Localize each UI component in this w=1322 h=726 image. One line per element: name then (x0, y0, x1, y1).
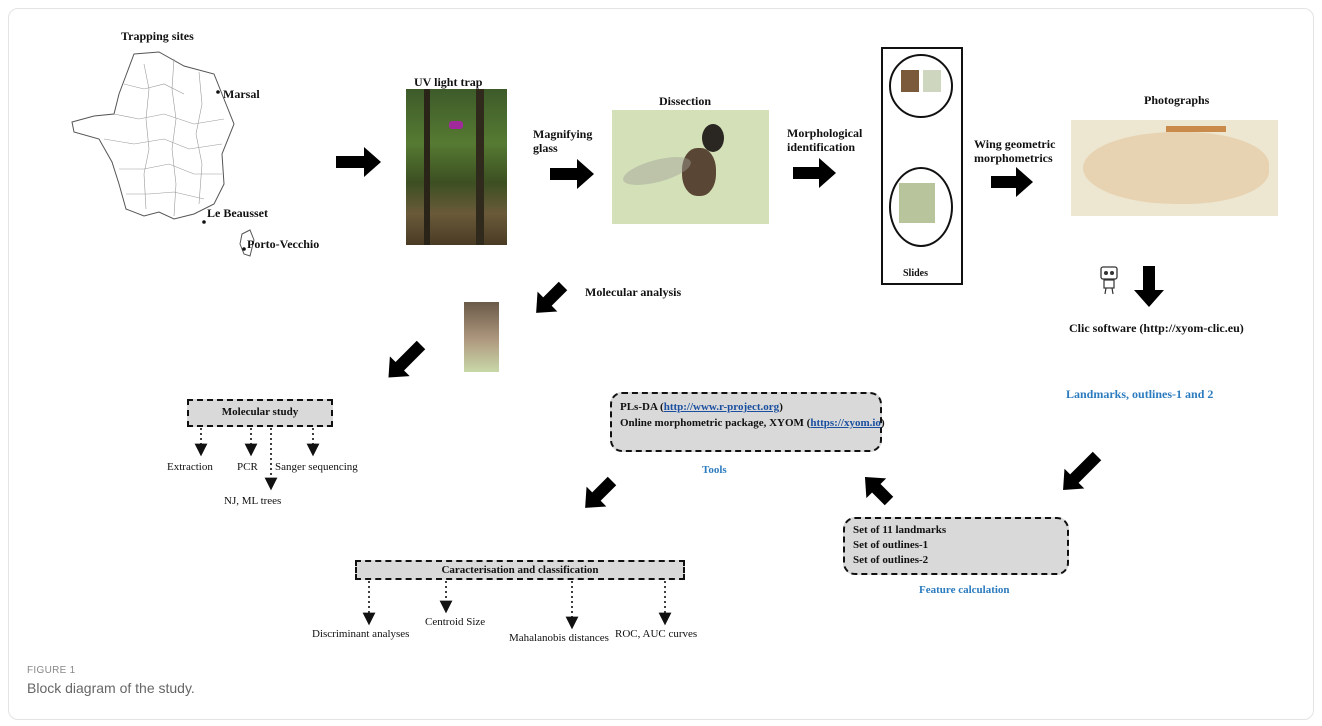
char-item-roc-auc: ROC, AUC curves (615, 628, 698, 640)
arrow-molecular-analysis (536, 281, 568, 313)
arrow-slides-to-photo (991, 167, 1033, 197)
france-map (71, 51, 255, 257)
molecular-analysis-label: Molecular analysis (585, 285, 682, 299)
wing-photo (1071, 120, 1278, 216)
slides-frame: Slides (881, 47, 963, 285)
figure-frame: Trapping sites Marsal Le Beausset Porto-… (8, 8, 1314, 720)
uv-light-trap-title: UV light trap (414, 75, 483, 89)
photographs-title: Photographs (1144, 93, 1210, 107)
clic-software-label: Clic software (http://xyom-clic.eu) (1069, 321, 1244, 335)
characterisation-title: Caracterisation and classification (441, 564, 599, 576)
trapping-sites-title: Trapping sites (121, 29, 194, 43)
arrow-photo-to-clic (1134, 266, 1164, 307)
molecular-study-box: Molecular study (187, 399, 333, 427)
molecular-item-trees: NJ, ML trees (224, 495, 282, 507)
site-porto-vecchio-label: Porto-Vecchio (247, 237, 320, 251)
arrow-to-molecular-study (388, 340, 426, 378)
arrow-tools-to-characterisation (585, 476, 617, 508)
xyom-link[interactable]: https://xyom.io (810, 417, 881, 429)
molecular-dotted-connectors (194, 428, 320, 491)
tools-line-plsda: PLs-DA (http://www.r-project.org) (620, 401, 783, 413)
arrow-map-to-trap (336, 147, 381, 177)
robot-icon (1100, 266, 1118, 295)
tools-line-xyom: Online morphometric package, XYOM (https… (620, 417, 885, 429)
slides-label: Slides (903, 268, 929, 279)
char-item-discriminant: Discriminant analyses (312, 628, 410, 640)
feature-line-3: Set of outlines-2 (853, 554, 929, 566)
char-item-mahalanobis: Mahalanobis distances (509, 632, 609, 644)
characterisation-box: Caracterisation and classification (355, 560, 685, 580)
feature-line-1: Set of 11 landmarks (853, 524, 947, 536)
arrow-features-to-tools (864, 476, 894, 506)
tools-box: PLs-DA (http://www.r-project.org) Online… (610, 392, 885, 452)
uv-light-trap-photo (406, 89, 507, 245)
arrow-landmarks-to-features (1063, 451, 1102, 490)
dissection-photo (612, 110, 769, 224)
arrow-dissection-to-slides (793, 158, 836, 188)
slide-circle-2 (889, 167, 953, 247)
site-le-beausset-label: Le Beausset (207, 206, 268, 220)
flow-arrows-layer (194, 147, 1164, 630)
tools-label: Tools (702, 464, 727, 476)
r-project-link[interactable]: http://www.r-project.org (663, 401, 780, 413)
characterisation-dotted-connectors (362, 581, 672, 630)
molecular-item-sanger: Sanger sequencing (275, 461, 358, 473)
landmarks-outlines-label: Landmarks, outlines-1 and 2 (1066, 387, 1214, 401)
figure-caption: Block diagram of the study. (27, 680, 195, 696)
tissue-sample-photo (464, 302, 499, 372)
figure-label: FIGURE 1 (27, 665, 76, 676)
molecular-item-pcr: PCR (237, 461, 258, 473)
dissection-title: Dissection (659, 94, 711, 108)
molecular-study-title: Molecular study (221, 406, 299, 418)
molecular-item-extraction: Extraction (167, 461, 213, 473)
feature-calculation-label: Feature calculation (919, 584, 1010, 596)
site-marsal-label: Marsal (223, 87, 260, 101)
feature-line-2: Set of outlines-1 (853, 539, 929, 551)
feature-set-box: Set of 11 landmarks Set of outlines-1 Se… (843, 517, 1069, 575)
slide-circle-1 (889, 54, 953, 118)
char-item-centroid: Centroid Size (425, 616, 486, 628)
arrow-trap-to-dissection (550, 159, 594, 189)
